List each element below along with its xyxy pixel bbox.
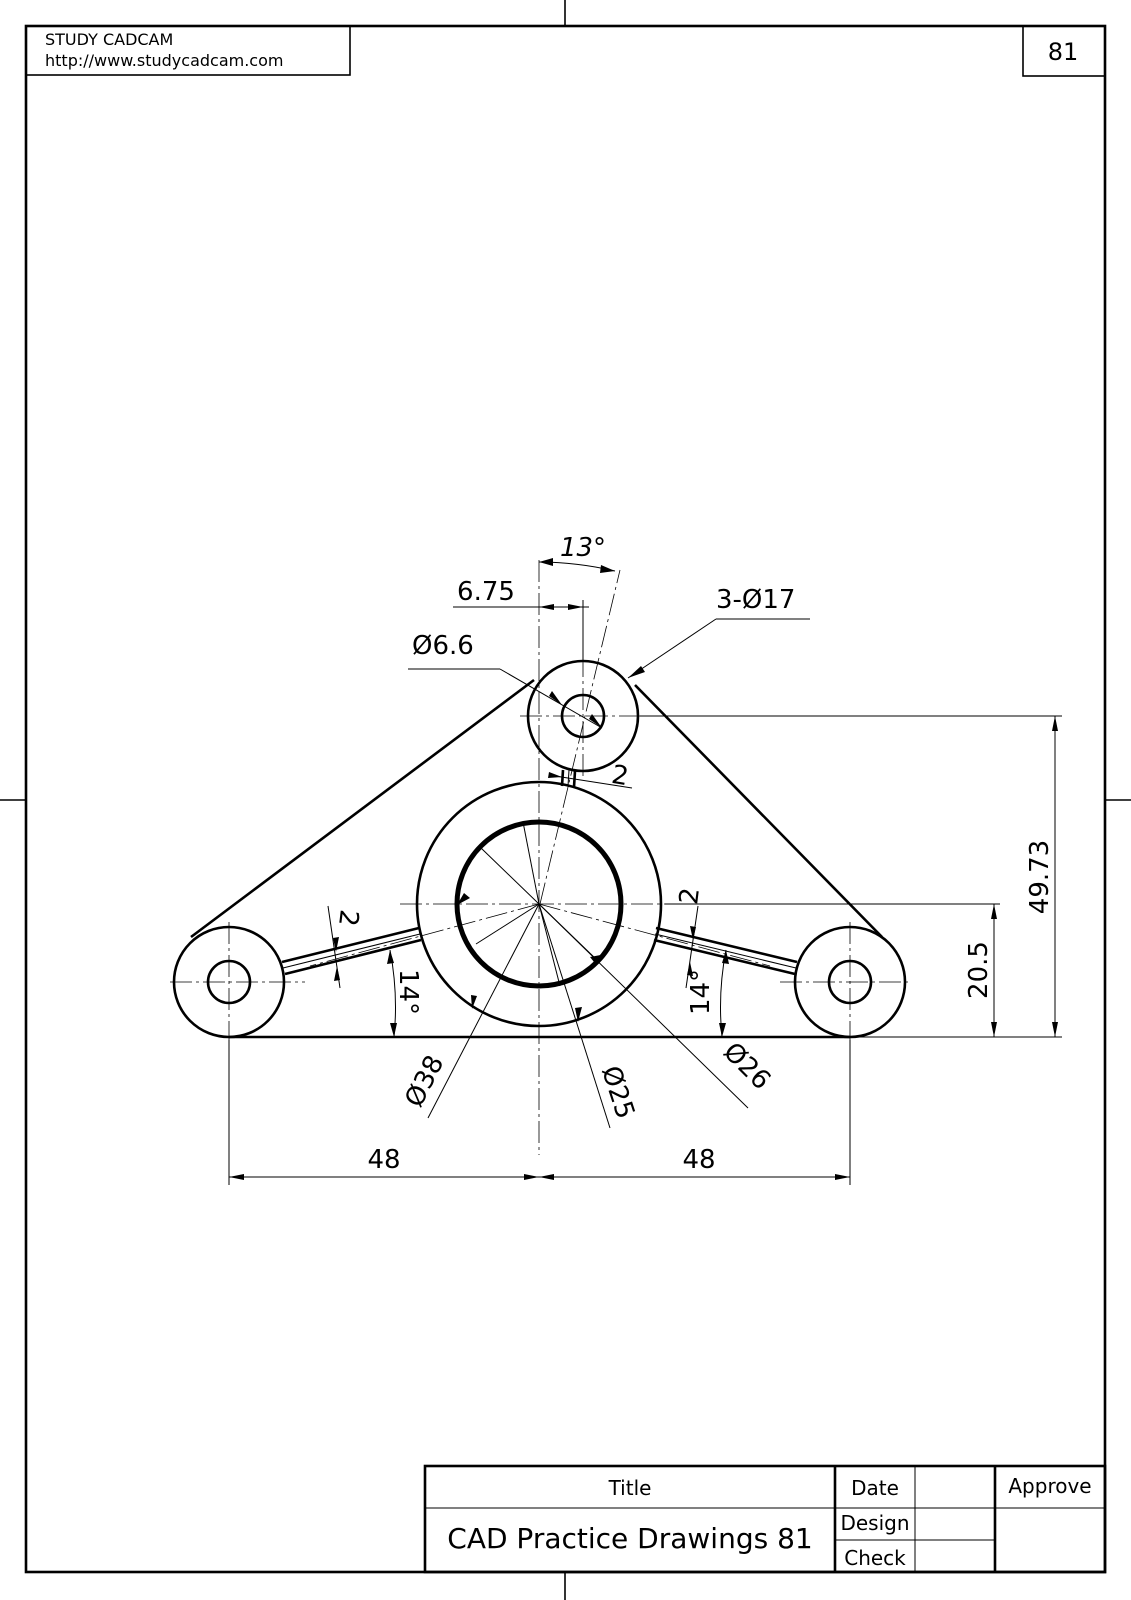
dim-web-thk-right: 2 bbox=[674, 886, 706, 906]
dim-web-thk-left: 2 bbox=[332, 908, 364, 928]
company-name: STUDY CADCAM bbox=[45, 30, 173, 49]
dim-dia-38: Ø38 bbox=[399, 1051, 450, 1112]
dim-offset: 6.75 bbox=[457, 577, 515, 607]
check-label: Check bbox=[844, 1546, 906, 1570]
title-label: Title bbox=[608, 1476, 652, 1500]
design-label: Design bbox=[840, 1511, 909, 1535]
dim-height-205: 20.5 bbox=[964, 941, 994, 999]
title-value: CAD Practice Drawings 81 bbox=[447, 1522, 812, 1555]
dim-angle-right: 14° bbox=[686, 969, 716, 1015]
header-box bbox=[25, 25, 351, 76]
dim-dia-25: Ø25 bbox=[595, 1062, 640, 1122]
date-label: Date bbox=[851, 1476, 899, 1500]
dim-web-gap-top: 2 bbox=[609, 760, 631, 792]
dim-width-right: 48 bbox=[682, 1145, 715, 1175]
part-outline bbox=[172, 659, 907, 1039]
hub-leaders bbox=[427, 821, 749, 1129]
hub-inner bbox=[454, 819, 624, 989]
sheet-number-box bbox=[1022, 25, 1106, 77]
dim-height-4973: 49.73 bbox=[1025, 840, 1055, 914]
company-url: http://www.studycadcam.com bbox=[45, 51, 283, 70]
sheet-number: 81 bbox=[1048, 38, 1079, 66]
dim-width-left: 48 bbox=[367, 1145, 400, 1175]
title-block bbox=[423, 1464, 1107, 1574]
approve-label: Approve bbox=[1008, 1474, 1091, 1498]
dim-angle-left: 14° bbox=[393, 969, 423, 1015]
dim-small-hole-dia: Ø6.6 bbox=[412, 631, 474, 661]
dim-hole-count-dia: 3-Ø17 bbox=[716, 585, 795, 615]
dimension-lines bbox=[228, 558, 1062, 1185]
center-lines bbox=[170, 560, 910, 1155]
dim-angle-top: 13° bbox=[560, 533, 606, 563]
